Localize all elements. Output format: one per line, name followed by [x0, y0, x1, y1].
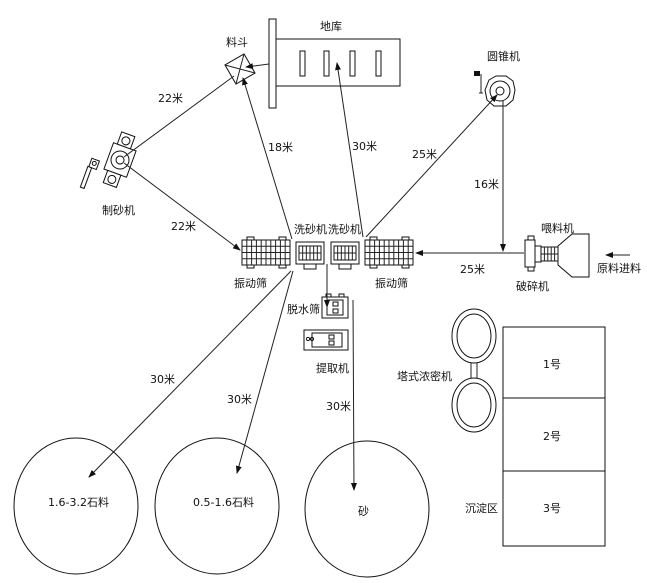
settling-area-label: 沉淀区 [465, 501, 498, 515]
flow-sandmaker-hopper [123, 75, 235, 158]
tank-2-label: 2号 [543, 430, 561, 443]
sand-washer-2-label: 洗砂机 [328, 222, 361, 236]
tank-1-label: 1号 [543, 358, 561, 371]
distance-label: 16米 [474, 178, 499, 191]
warehouse-slot [349, 50, 356, 77]
settling-tank-1 [502, 326, 606, 399]
distance-label: 22米 [158, 92, 183, 105]
flow-washer-sand [350, 299, 357, 491]
distance-label: 30米 [352, 140, 377, 153]
dewatering-screen [321, 293, 349, 319]
raw-feed-label: 原料进料 [597, 261, 641, 275]
distance-label: 25米 [460, 263, 485, 276]
distance-label: 30米 [326, 400, 351, 413]
distance-label: 25米 [412, 148, 437, 161]
warehouse-slot [299, 50, 306, 77]
distance-label: 30米 [227, 393, 252, 406]
flow-sandmaker-screen [123, 162, 241, 251]
distance-label: 22米 [171, 220, 196, 233]
flow-screen-pile2 [235, 270, 294, 474]
feeder-label: 喂料机 [541, 221, 574, 235]
warehouse-slot [375, 50, 382, 77]
settling-tank-3 [502, 470, 606, 547]
extractor-label: 提取机 [316, 361, 349, 375]
sand-maker-label: 制砂机 [102, 203, 135, 217]
warehouse-label: 地库 [320, 20, 342, 33]
vibrating-screen-left [241, 236, 291, 269]
distance-label: 30米 [150, 373, 175, 386]
warehouse-slot [323, 50, 330, 77]
flow-screen-pile1 [88, 270, 292, 478]
sand-washer-1 [295, 241, 325, 270]
sand-washer-1-label: 洗砂机 [294, 222, 327, 236]
settling-tanks [502, 326, 606, 547]
sand-washer-2 [330, 241, 360, 270]
extractor [303, 329, 349, 351]
dewatering-screen-label: 脱水筛 [287, 302, 320, 316]
tank-3-label: 3号 [543, 502, 561, 515]
stockpile-2-label: 0.5-1.6石料 [193, 495, 254, 509]
vibrating-screen-right-label: 振动筛 [375, 276, 408, 290]
crusher-label: 破碎机 [516, 279, 549, 293]
warehouse-to-hopper-line [245, 63, 270, 70]
thickener-label: 塔式浓密机 [397, 369, 452, 383]
stockpile-1-label: 1.6-3.2石料 [48, 495, 109, 509]
stockpile-3-label: 砂 [358, 505, 369, 518]
thickener [451, 308, 497, 433]
flow-screen-warehouse [335, 62, 364, 238]
stockpile-2 [154, 437, 280, 575]
cone-crusher [474, 71, 516, 107]
stockpile-3 [304, 440, 430, 578]
distance-label: 18米 [268, 141, 293, 154]
vibrating-screen-right [364, 236, 414, 269]
crusher-feeder [524, 233, 590, 278]
sand-maker [79, 131, 137, 190]
cone-crusher-label: 圆锥机 [487, 49, 520, 63]
vibrating-screen-left-label: 振动筛 [234, 276, 267, 290]
flow-screen-hopper [242, 77, 293, 240]
flow-screen-cone [365, 94, 498, 238]
hopper-label: 料斗 [226, 35, 248, 49]
stockpile-1 [13, 437, 139, 575]
